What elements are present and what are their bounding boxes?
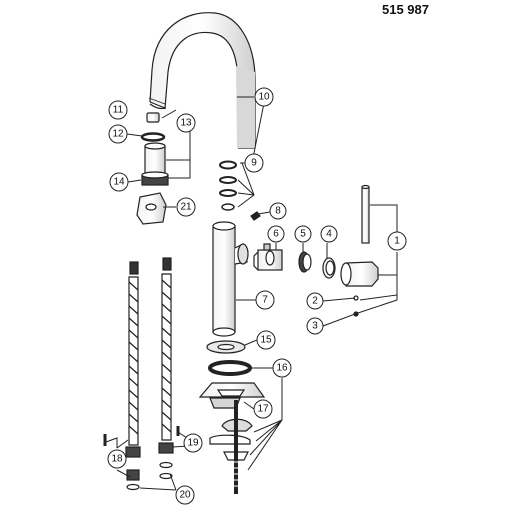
callout-6: 6 — [273, 229, 279, 240]
grub-screws-2-3 — [353, 295, 359, 317]
callout-5: 5 — [300, 229, 306, 240]
flex-hose-right — [158, 257, 174, 480]
aerator-assembly — [140, 112, 169, 186]
o-ring-set-9 — [219, 160, 237, 211]
callout-18: 18 — [111, 454, 123, 465]
small-pins — [103, 426, 180, 446]
callout-21: 21 — [180, 202, 192, 213]
mounting-plate-part-17 — [198, 382, 266, 409]
callout-11: 11 — [113, 105, 124, 116]
screw-part-8 — [250, 211, 261, 221]
washer-part-15 — [206, 340, 246, 354]
callout-9: 9 — [251, 158, 257, 169]
handle-part-1 — [340, 184, 379, 287]
callout-13: 13 — [180, 118, 192, 129]
body-part-7 — [212, 221, 249, 337]
key-tool-part-21 — [136, 192, 167, 225]
callout-2: 2 — [312, 296, 318, 307]
callout-8: 8 — [275, 206, 281, 217]
callout-17: 17 — [257, 404, 269, 415]
fixing-stud-assembly — [209, 400, 253, 494]
ring-part-4 — [322, 257, 336, 279]
callout-4: 4 — [326, 229, 332, 240]
callout-7: 7 — [262, 295, 268, 306]
callout-19: 19 — [187, 438, 199, 449]
callout-10: 10 — [258, 92, 270, 103]
callout-3: 3 — [312, 321, 318, 332]
flex-hose-left — [125, 261, 141, 491]
document-number: 515 987 — [382, 2, 429, 17]
callout-16: 16 — [276, 363, 288, 374]
callout-14: 14 — [113, 177, 125, 188]
cartridge-part-6 — [253, 243, 283, 271]
callout-1: 1 — [394, 236, 400, 247]
spout-part — [148, 12, 256, 149]
callout-12: 12 — [112, 129, 124, 140]
callout-circles — [107, 87, 407, 505]
callout-15: 15 — [260, 335, 272, 346]
nut-part-5 — [298, 251, 312, 273]
gasket-part-16 — [208, 360, 252, 376]
callout-20: 20 — [179, 490, 191, 501]
